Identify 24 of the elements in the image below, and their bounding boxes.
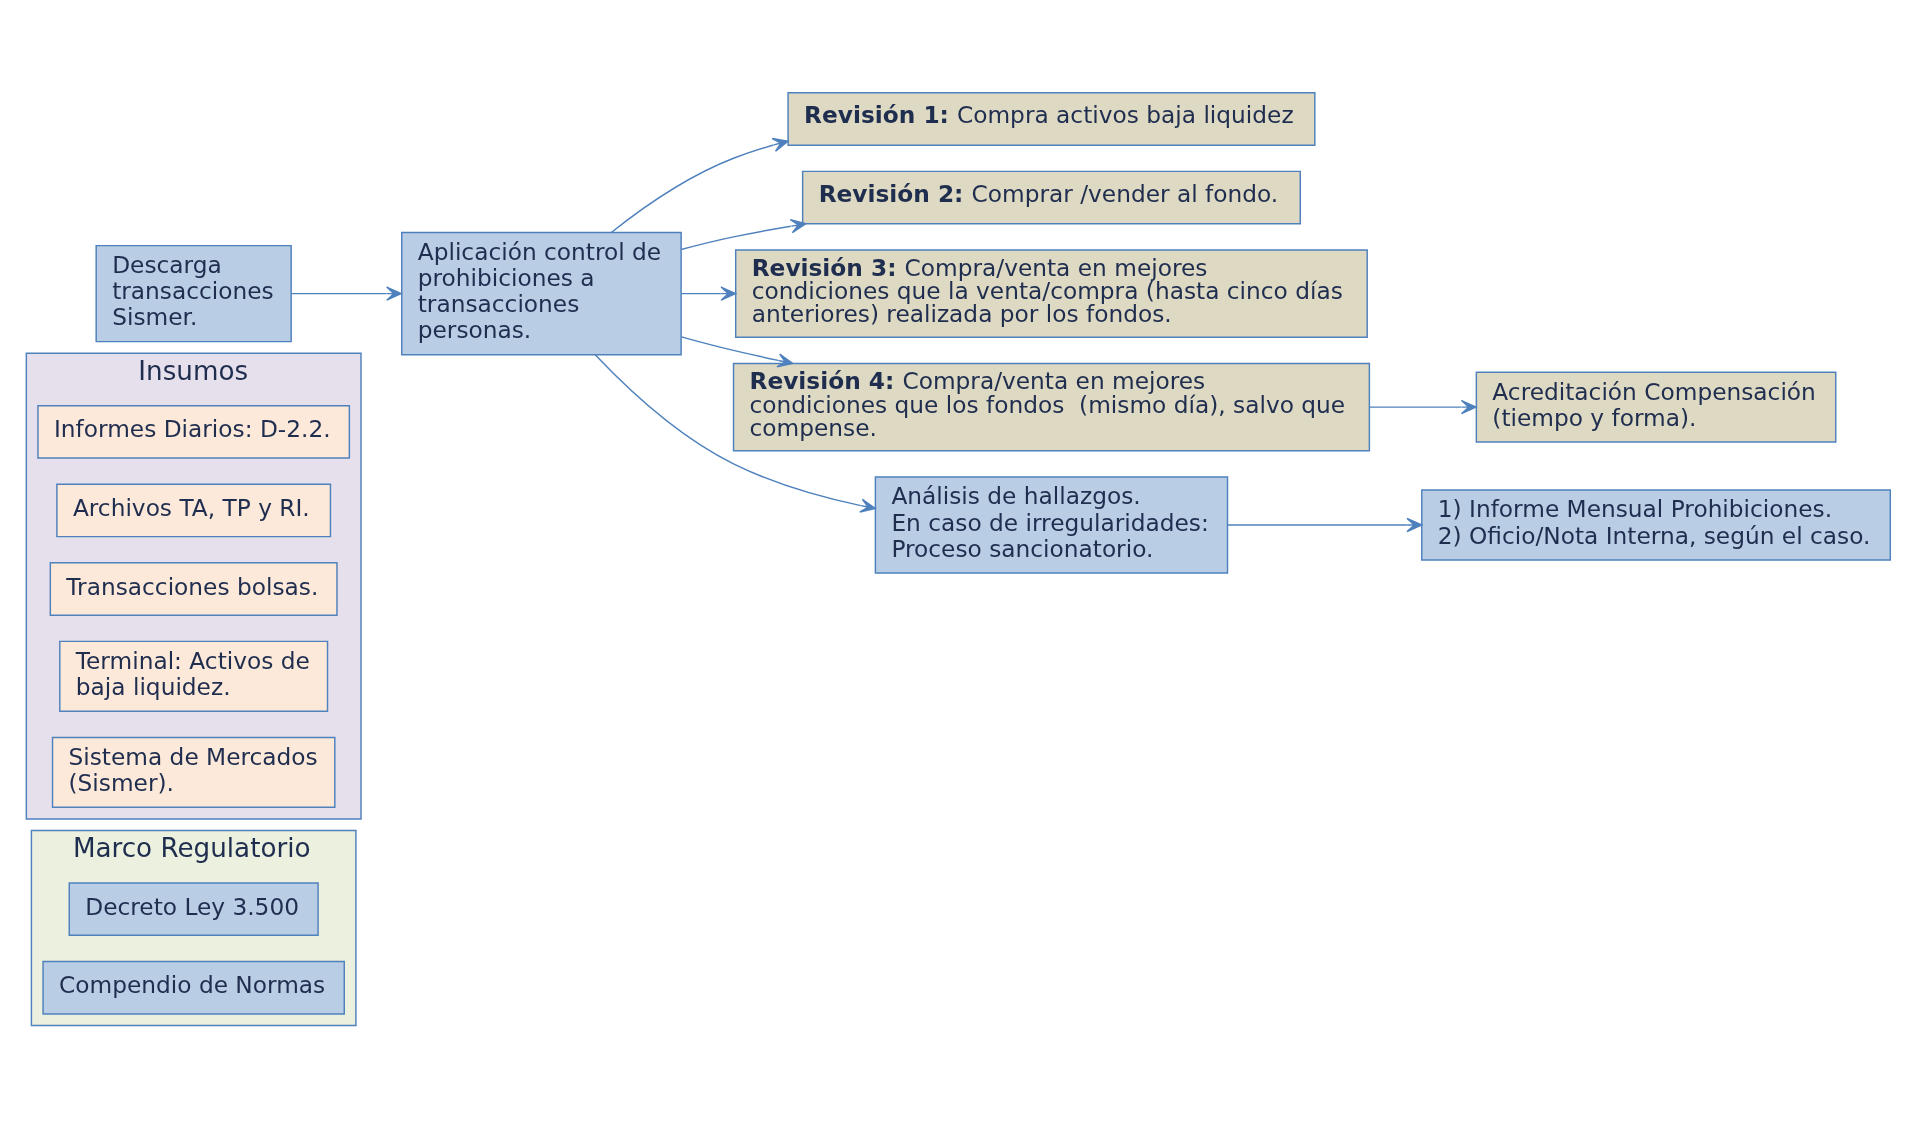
node-box: Transacciones bolsas. xyxy=(49,561,338,616)
node-box: Terminal: Activos de baja liquidez. xyxy=(59,640,329,712)
node-box: Revisión 2: Comprar /vender al fondo. xyxy=(801,170,1301,224)
node-box: Aplicación control de prohibiciones a transacciones personas. xyxy=(401,231,682,355)
arrow xyxy=(680,218,807,250)
node-box: Archivos TA, TP y RI. xyxy=(56,483,332,537)
node-box: Análisis de hallazgos. En caso de irregularidades: Proceso sancionatorio. xyxy=(874,475,1229,574)
node-box: Acreditación Compensación (tiempo y forma). xyxy=(1475,370,1837,443)
node-box: Revisión 4: Compra/venta en mejores condiciones que los fondos (mismo día), salvo que compense. xyxy=(732,362,1371,451)
arrow xyxy=(594,353,877,513)
arrow xyxy=(290,285,402,301)
node-box: Informes Diarios: D-2.2. xyxy=(37,404,351,459)
node-box: Decreto Ley 3.500 xyxy=(68,881,319,936)
arrow xyxy=(610,137,789,233)
node-box: Sistema de Mercados (Sismer). xyxy=(51,736,336,808)
node-box: 1) Informe Mensual Prohibiciones. 2) Oficio/Nota Interna, según el caso. xyxy=(1421,488,1892,561)
arrow xyxy=(1227,517,1423,532)
node-box: Revisión 1: Compra activos baja liquidez xyxy=(787,91,1316,146)
node-box: Descarga transacciones Sismer. xyxy=(95,244,292,342)
node-box: Compendio de Normas xyxy=(42,960,345,1015)
node-box: Revisión 3: Compra/venta en mejores condiciones que la venta/compra (hasta cinco días anteriores) realizada por los fondos. xyxy=(734,248,1368,338)
arrow xyxy=(1368,399,1477,414)
arrow xyxy=(680,335,794,368)
arrow xyxy=(680,285,737,301)
